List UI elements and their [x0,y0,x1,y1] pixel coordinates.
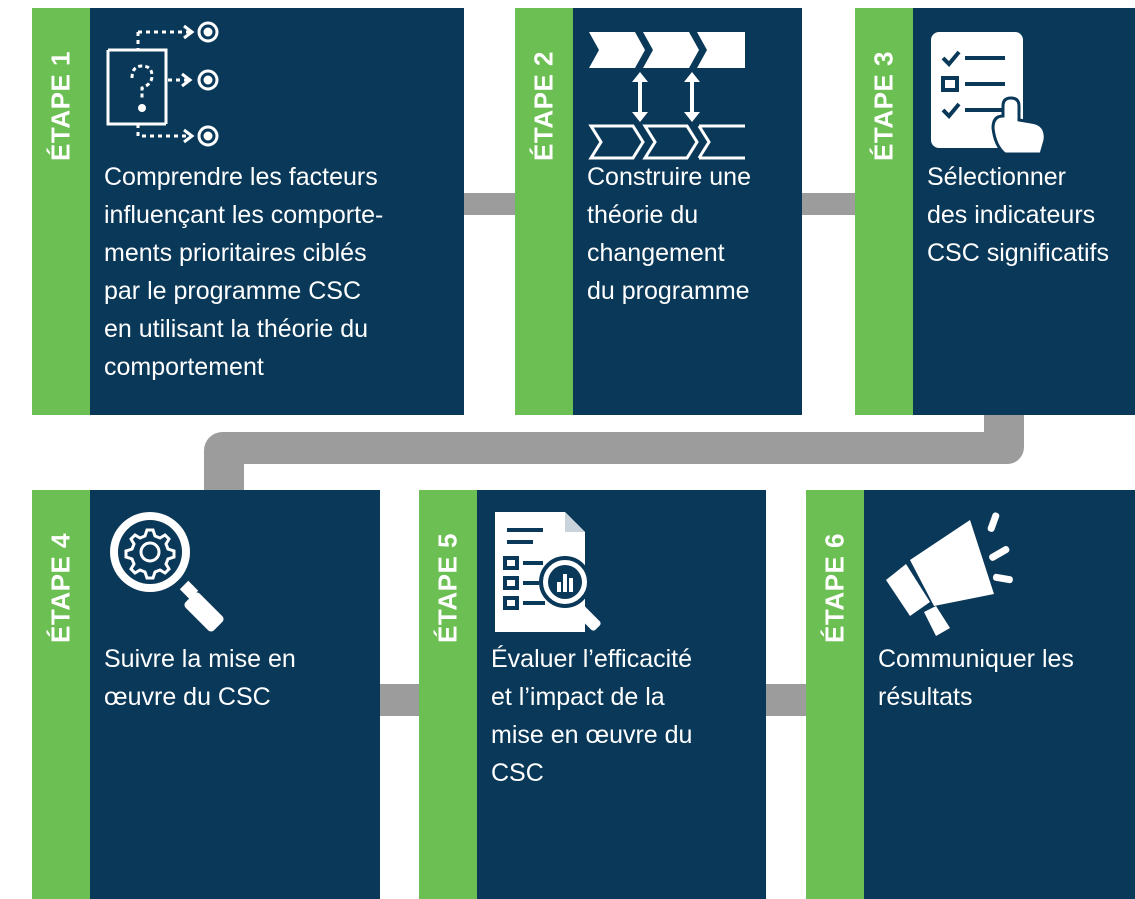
connector-row-link [204,432,1024,464]
connector-row-drop-left [204,432,244,494]
step-description: Sélectionner des indicateurs CSC signifi… [927,163,1109,267]
magnifier-gear-icon [98,502,238,636]
step-label: ÉTAPE 6 [819,533,850,643]
step-description: Suivre la mise en œuvre du CSC [104,645,296,711]
checklist-hand-icon [921,20,1061,156]
step-strip: ÉTAPE 3 [855,8,913,415]
step-label: ÉTAPE 4 [45,533,76,643]
step-description: Communiquer les résultats [878,645,1074,711]
connector-step2-step3 [801,193,857,215]
step-description: Comprendre les facteurs influençant les … [104,163,384,381]
step-1-card: ÉTAPE 1 Comprendre les facteurs influenç… [32,8,464,415]
step-strip: ÉTAPE 5 [419,490,477,899]
step-label: ÉTAPE 5 [432,533,463,643]
step-2-card: ÉTAPE 2 Construire une théorie du change… [515,8,802,415]
step-label: ÉTAPE 3 [868,51,899,161]
step-6-card: ÉTAPE 6 Communiquer les résultats [806,490,1135,899]
connector-step5-step6 [765,684,808,716]
report-magnifier-chart-icon [485,502,625,636]
step-label: ÉTAPE 1 [45,51,76,161]
step-strip: ÉTAPE 4 [32,490,90,899]
step-description: Évaluer l’efficacité et l’impact de la m… [491,645,693,787]
step-description: Construire une théorie du changement du … [587,163,751,305]
step-4-card: ÉTAPE 4 Suivre la mise en œuvre du CSC [32,490,380,899]
step-label: ÉTAPE 2 [528,51,559,161]
step-strip: ÉTAPE 2 [515,8,573,415]
step-strip: ÉTAPE 6 [806,490,864,899]
step-5-card: ÉTAPE 5 Évaluer l’efficacité et l’imp [419,490,766,899]
connector-step1-step2 [462,193,517,215]
megaphone-icon [872,502,1013,636]
chevron-flow-arrows-icon [588,20,749,160]
step-strip: ÉTAPE 1 [32,8,90,415]
step-3-card: ÉTAPE 3 Sélectionner des indicateurs CSC… [855,8,1135,415]
connector-step4-step5 [378,684,420,716]
question-box-targets-icon [98,20,238,154]
